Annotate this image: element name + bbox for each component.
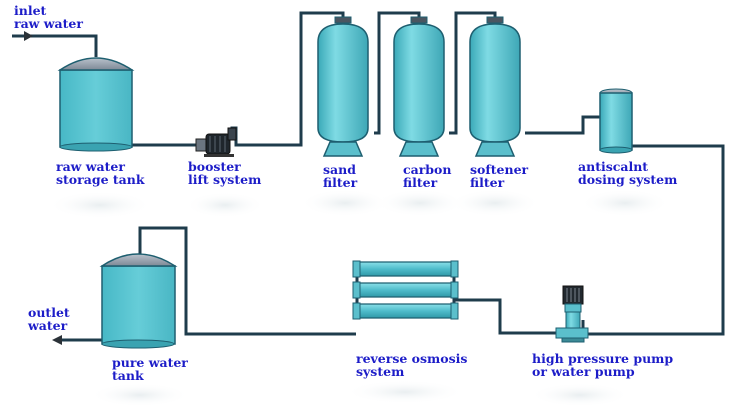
pure-water-tank-label: pure water tank: [112, 356, 188, 382]
pipe-carbon-to-softener: [449, 11, 497, 135]
inlet-label: inlet raw water: [14, 4, 83, 30]
softener-filter-vessel: [469, 16, 521, 157]
outlet-label-line1: outlet: [28, 305, 70, 320]
softener-filter-label: softener filter: [470, 163, 528, 189]
carbon-filter-label: carbon filter: [403, 163, 451, 189]
pipe-hp-pump-to-ro: [455, 298, 558, 335]
reverse-osmosis-system-label: reverse osmosis system: [356, 352, 467, 378]
pure-tank-label-line1: pure water: [112, 355, 188, 370]
carbon-filter-vessel: [393, 16, 445, 157]
sand-filter-label: sand filter: [323, 163, 357, 189]
pipe-sand-to-carbon: [374, 11, 421, 135]
antiscalant-dosing-system-label: antiscalnt dosing system: [578, 160, 677, 186]
hp-pump-label-line1: high pressure pump: [532, 351, 674, 366]
ro-label-line1: reverse osmosis: [356, 351, 468, 366]
antiscalant-dosing-tank: [599, 88, 633, 154]
pure-tank-label-line2: tank: [112, 368, 144, 383]
booster-lift-system-label: booster lift system: [188, 160, 261, 186]
raw-tank-label-line2: storage tank: [56, 172, 145, 187]
hp-pump-label-line2: or water pump: [532, 364, 635, 379]
outlet-arrow-icon: [52, 335, 62, 345]
booster-lift-pump: [195, 127, 237, 157]
outlet-water-label: outlet water: [28, 306, 70, 332]
pipe-ro-to-pure-tank: [138, 226, 356, 336]
ro-membrane-3: [352, 302, 459, 320]
inlet-label-line1: inlet: [14, 3, 47, 18]
flow-arrows: [24, 31, 62, 345]
booster-label-line1: booster: [188, 159, 241, 174]
softener-label-line2: filter: [470, 175, 505, 190]
raw-tank-label-line1: raw water: [56, 159, 125, 174]
antiscalant-label-line2: dosing system: [578, 172, 678, 187]
inlet-arrow-icon: [24, 31, 33, 41]
sand-label-line2: filter: [323, 175, 358, 190]
antiscalant-label-line1: antiscalnt: [578, 159, 649, 174]
booster-label-line2: lift system: [188, 172, 262, 187]
high-pressure-pump: [555, 285, 589, 343]
sand-filter-vessel: [317, 16, 369, 157]
floor-shadows: [48, 189, 670, 407]
raw-water-storage-tank: [57, 57, 135, 152]
high-pressure-pump-label: high pressure pump or water pump: [532, 352, 673, 378]
ro-label-line2: system: [356, 364, 405, 379]
ro-membrane-1: [352, 260, 459, 278]
pipe-softener-to-dosing: [525, 115, 601, 135]
pure-water-tank: [99, 253, 178, 349]
ro-membrane-2: [352, 281, 459, 299]
reverse-osmosis-membranes: [352, 260, 459, 320]
softener-label-line1: softener: [470, 162, 529, 177]
carbon-label-line1: carbon: [403, 162, 452, 177]
raw-water-storage-tank-label: raw water storage tank: [56, 160, 145, 186]
carbon-label-line2: filter: [403, 175, 438, 190]
inlet-pipe: [12, 34, 98, 57]
inlet-label-line2: raw water: [14, 16, 83, 31]
outlet-label-line2: water: [28, 318, 68, 333]
sand-label-line1: sand: [323, 162, 356, 177]
